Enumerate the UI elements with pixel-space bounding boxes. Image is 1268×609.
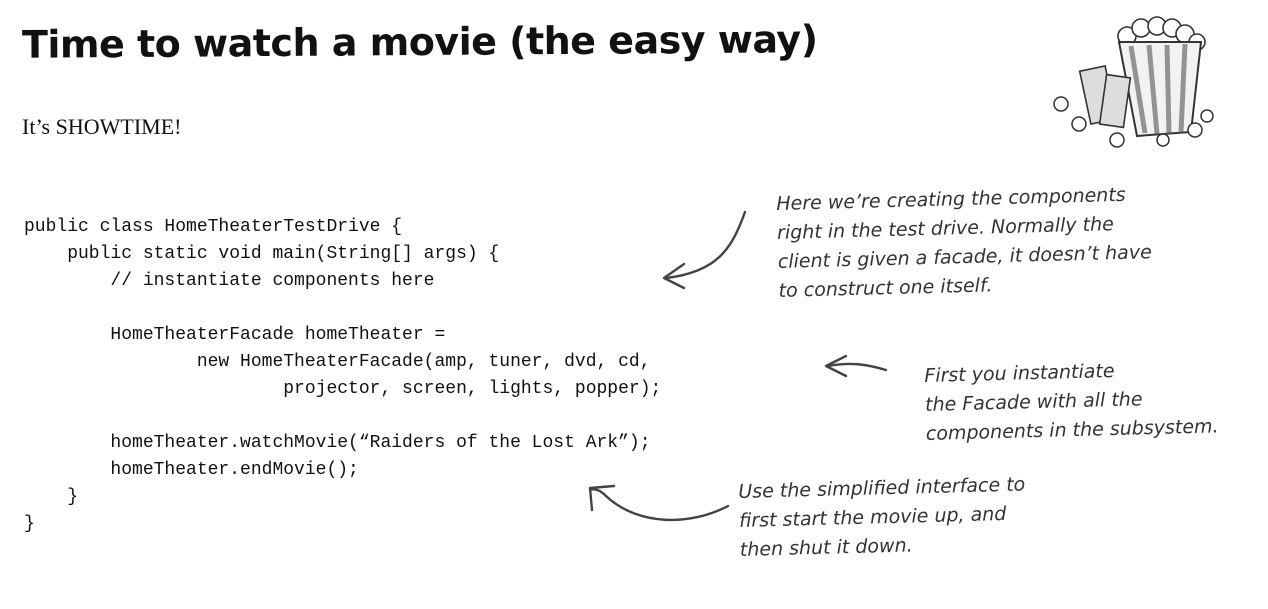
popcorn-icon (1045, 12, 1215, 157)
code-line: HomeTheaterFacade homeTheater = (24, 325, 446, 345)
code-line: public static void main(String[] args) { (24, 244, 500, 264)
code-line: public class HomeTheaterTestDrive { (24, 217, 403, 237)
code-line: new HomeTheaterFacade(amp, tuner, dvd, c… (24, 352, 651, 372)
arrow-icon (588, 484, 730, 522)
code-line: homeTheater.endMovie(); (24, 460, 359, 480)
code-line: } (24, 514, 35, 534)
code-line: // instantiate components here (24, 271, 435, 291)
code-block: public class HomeTheaterTestDrive { publ… (24, 214, 661, 538)
code-line: homeTheater.watchMovie(“Raiders of the L… (24, 433, 651, 453)
code-line: projector, screen, lights, popper); (24, 379, 662, 399)
page-subtitle: It’s SHOWTIME! (22, 114, 182, 139)
arrow-icon (662, 210, 747, 290)
code-line: } (24, 487, 79, 507)
arrow-icon (824, 354, 888, 378)
